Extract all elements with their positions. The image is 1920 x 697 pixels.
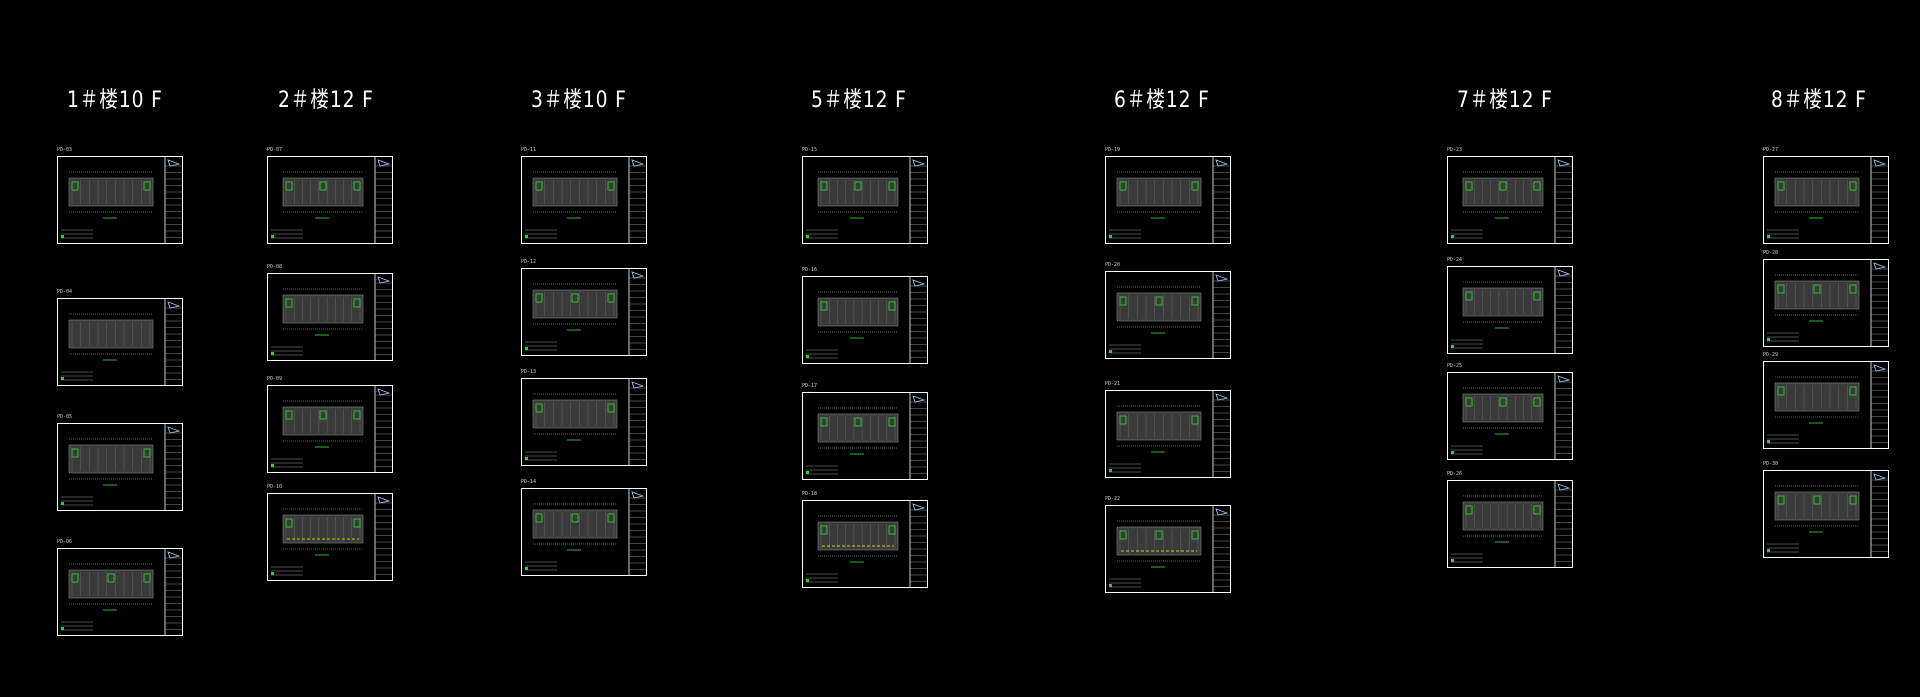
sheet-frame [267,156,393,244]
sheet-frame [802,392,928,480]
sheet-frame [521,378,647,466]
sheet-number: PD-10 [267,484,283,490]
sheet-number: PD-29 [1763,352,1779,358]
sheet-frame [1447,266,1573,354]
drawing-sheet[interactable]: PD-06 [57,540,183,636]
sheet-number: PD-20 [1105,262,1121,268]
sheet-number: PD-27 [1763,147,1779,153]
sheet-frame [57,548,183,636]
sheet-number: PD-11 [521,147,537,153]
sheet-frame [57,156,183,244]
drawing-sheet[interactable]: PD-15 [802,148,928,244]
building-7-title: 7＃楼12 F [1457,88,1553,113]
sheet-frame [1763,361,1889,449]
sheet-number: PD-21 [1105,381,1121,387]
drawing-sheet[interactable]: PD-17 [802,384,928,480]
sheet-number: PD-15 [802,147,818,153]
sheet-number: PD-03 [57,147,73,153]
drawing-sheet[interactable]: PD-25 [1447,364,1573,460]
drawing-sheet[interactable]: PD-16 [802,268,928,364]
sheet-number: PD-08 [267,264,283,270]
sheet-number: PD-13 [521,369,537,375]
sheet-frame [1105,505,1231,593]
sheet-number: PD-25 [1447,363,1463,369]
building-2-title: 2＃楼12 F [278,88,374,113]
sheet-frame [802,500,928,588]
sheet-number: PD-06 [57,539,73,545]
sheet-number: PD-17 [802,383,818,389]
drawing-sheet[interactable]: PD-23 [1447,148,1573,244]
sheet-number: PD-30 [1763,461,1779,467]
sheet-frame [1763,470,1889,558]
drawing-sheet[interactable]: PD-28 [1763,251,1889,347]
drawing-sheet[interactable]: PD-07 [267,148,393,244]
sheet-frame [267,273,393,361]
drawing-sheet[interactable]: PD-22 [1105,497,1231,593]
building-1-title: 1＃楼10 F [67,88,163,113]
building-8-title: 8＃楼12 F [1771,88,1867,113]
drawing-sheet[interactable]: PD-10 [267,485,393,581]
sheet-frame [802,156,928,244]
drawing-sheet[interactable]: PD-08 [267,265,393,361]
sheet-frame [521,268,647,356]
sheet-frame [521,156,647,244]
drawing-sheet[interactable]: PD-24 [1447,258,1573,354]
drawing-sheet[interactable]: PD-12 [521,260,647,356]
sheet-number: PD-18 [802,491,818,497]
drawing-sheet[interactable]: PD-21 [1105,382,1231,478]
sheet-frame [267,493,393,581]
sheet-number: PD-14 [521,479,537,485]
sheet-number: PD-04 [57,289,73,295]
sheet-frame [802,276,928,364]
sheet-frame [1763,156,1889,244]
drawing-sheet[interactable]: PD-04 [57,290,183,386]
sheet-frame [1763,259,1889,347]
drawing-sheet[interactable]: PD-11 [521,148,647,244]
sheet-frame [1447,372,1573,460]
drawing-sheet[interactable]: PD-19 [1105,148,1231,244]
sheet-frame [1105,156,1231,244]
sheet-number: PD-09 [267,376,283,382]
sheet-frame [57,298,183,386]
sheet-frame [1105,271,1231,359]
sheet-number: PD-28 [1763,250,1779,256]
sheet-number: PD-16 [802,267,818,273]
sheet-frame [57,423,183,511]
drawing-sheet[interactable]: PD-30 [1763,462,1889,558]
sheet-number: PD-24 [1447,257,1463,263]
sheet-number: PD-19 [1105,147,1121,153]
drawing-sheet[interactable]: PD-09 [267,377,393,473]
sheet-number: PD-26 [1447,471,1463,477]
sheet-frame [521,488,647,576]
drawing-sheet[interactable]: PD-14 [521,480,647,576]
drawing-sheet[interactable]: PD-26 [1447,472,1573,568]
building-3-title: 3＃楼10 F [531,88,627,113]
sheet-number: PD-12 [521,259,537,265]
building-5-title: 5＃楼12 F [811,88,907,113]
building-6-title: 6＃楼12 F [1114,88,1210,113]
sheet-number: PD-07 [267,147,283,153]
drawing-sheet[interactable]: PD-05 [57,415,183,511]
drawing-sheet[interactable]: PD-20 [1105,263,1231,359]
drawing-sheet[interactable]: PD-29 [1763,353,1889,449]
sheet-number: PD-23 [1447,147,1463,153]
sheet-frame [1105,390,1231,478]
sheet-frame [1447,156,1573,244]
drawing-sheet[interactable]: PD-27 [1763,148,1889,244]
sheet-frame [1447,480,1573,568]
drawing-sheet[interactable]: PD-13 [521,370,647,466]
sheet-number: PD-22 [1105,496,1121,502]
sheet-number: PD-05 [57,414,73,420]
sheet-frame [267,385,393,473]
drawing-sheet[interactable]: PD-18 [802,492,928,588]
drawing-sheet[interactable]: PD-03 [57,148,183,244]
